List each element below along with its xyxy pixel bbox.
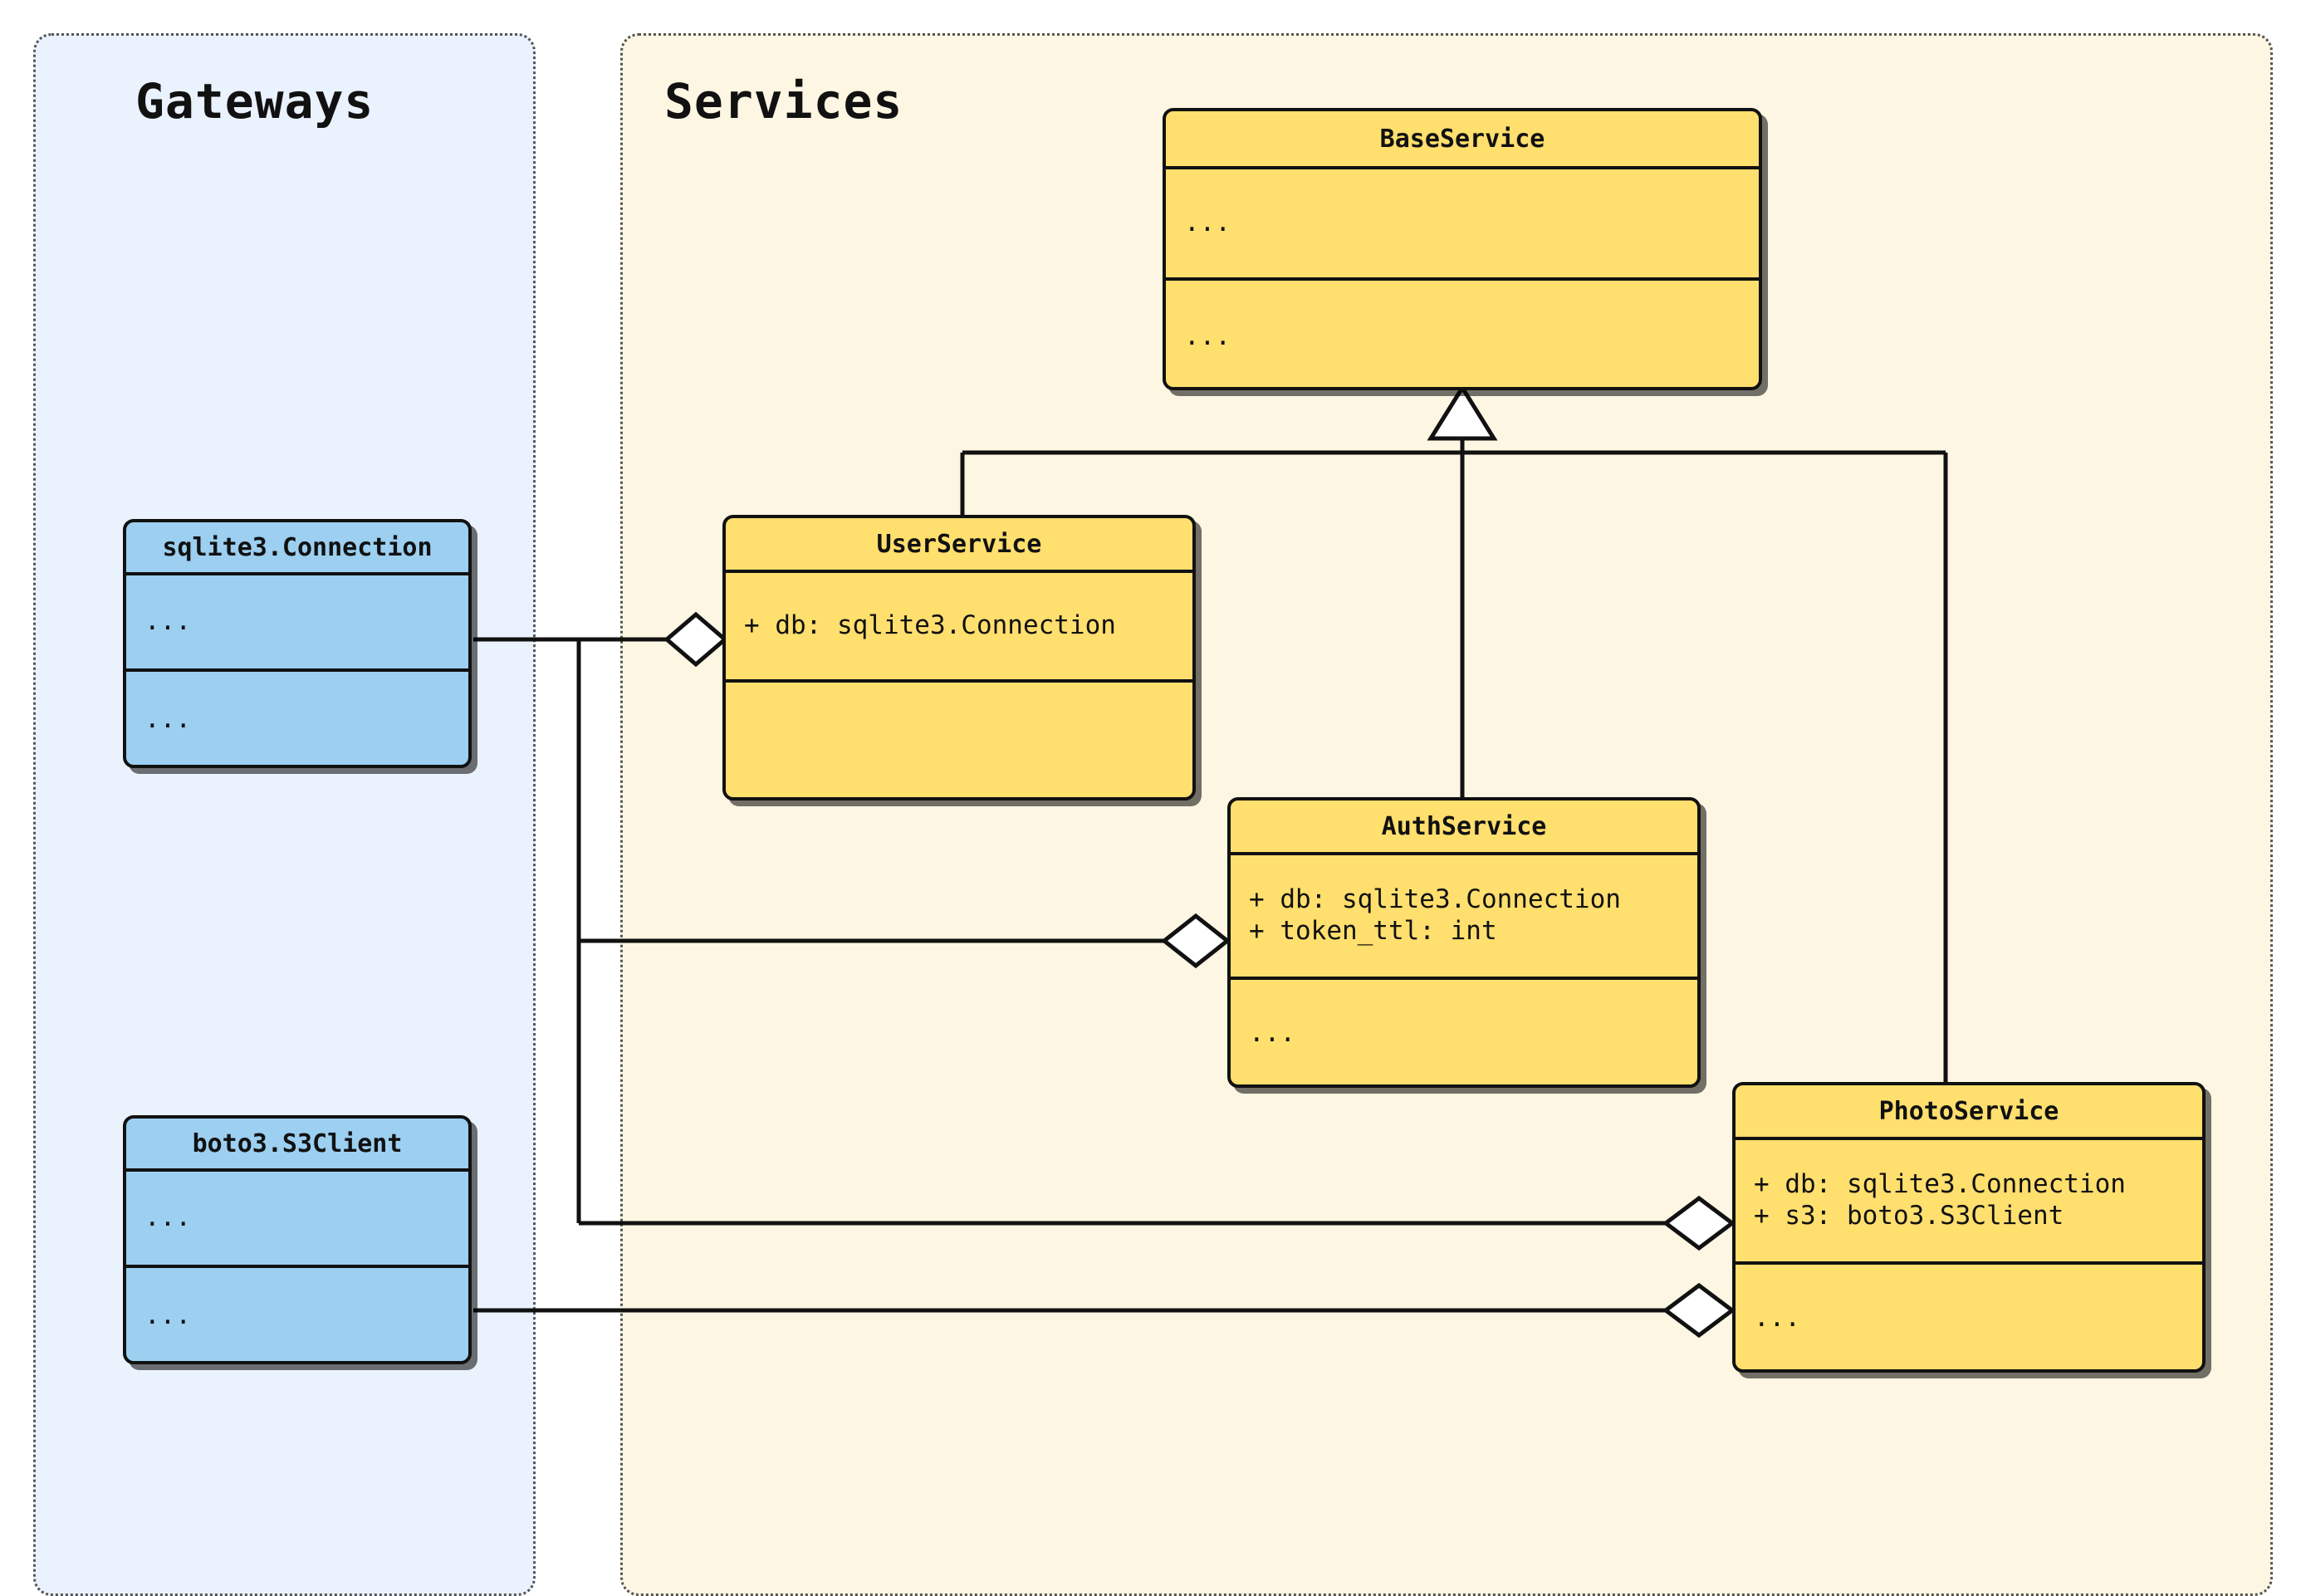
class-auth-service-attributes: + db: sqlite3.Connection + token_ttl: in… [1231, 855, 1697, 977]
attribute-row: + db: sqlite3.Connection [744, 610, 1116, 641]
method-row: ... [1754, 1303, 1800, 1334]
class-photo-service-attributes: + db: sqlite3.Connection + s3: boto3.S3C… [1736, 1140, 2202, 1261]
class-separator [126, 1265, 468, 1268]
attribute-row: ... [1184, 208, 1231, 238]
package-gateways-title: Gateways [135, 73, 375, 130]
class-separator [1166, 166, 1759, 169]
class-separator [726, 570, 1192, 573]
class-separator [1231, 852, 1697, 855]
class-separator [1736, 1137, 2202, 1140]
class-boto3-s3client-name: boto3.S3Client [192, 1128, 403, 1158]
package-services-title: Services [664, 73, 903, 130]
attribute-row: + db: sqlite3.Connection [1249, 884, 1621, 915]
attribute-row: ... [144, 1202, 191, 1233]
class-boto3-s3client-attributes: ... [126, 1172, 468, 1265]
class-separator [1231, 977, 1697, 980]
attribute-row: + token_ttl: int [1249, 916, 1497, 946]
method-row: ... [1184, 321, 1231, 352]
class-separator [126, 1168, 468, 1172]
method-row: ... [144, 1300, 191, 1331]
class-boto3-s3client-methods: ... [126, 1268, 468, 1361]
class-photo-service-methods: ... [1736, 1265, 2202, 1369]
class-photo-service[interactable]: PhotoService + db: sqlite3.Connection + … [1732, 1082, 2206, 1373]
class-auth-service-methods: ... [1231, 980, 1697, 1084]
class-separator [126, 668, 468, 672]
class-sqlite3-connection-methods: ... [126, 672, 468, 765]
class-user-service[interactable]: UserService + db: sqlite3.Connection [722, 515, 1196, 800]
class-auth-service[interactable]: AuthService + db: sqlite3.Connection + t… [1227, 797, 1701, 1088]
class-sqlite3-connection-name: sqlite3.Connection [162, 532, 433, 562]
class-user-service-methods [726, 683, 1192, 797]
class-user-service-name: UserService [876, 529, 1042, 559]
attribute-row: ... [144, 606, 191, 637]
attribute-row: + db: sqlite3.Connection [1754, 1169, 2126, 1200]
class-base-service-methods: ... [1166, 281, 1759, 387]
class-separator [1166, 277, 1759, 281]
class-user-service-attributes: + db: sqlite3.Connection [726, 573, 1192, 679]
class-sqlite3-connection-attributes: ... [126, 575, 468, 668]
class-base-service-name: BaseService [1379, 124, 1545, 154]
class-separator [1736, 1261, 2202, 1265]
method-row: ... [144, 704, 191, 735]
class-base-service-attributes: ... [1166, 169, 1759, 277]
class-photo-service-name: PhotoService [1878, 1096, 2059, 1126]
class-sqlite3-connection[interactable]: sqlite3.Connection ... ... [123, 519, 472, 768]
class-base-service[interactable]: BaseService ... ... [1163, 108, 1762, 390]
class-boto3-s3client[interactable]: boto3.S3Client ... ... [123, 1115, 472, 1364]
attribute-row: + s3: boto3.S3Client [1754, 1201, 2064, 1231]
class-separator [726, 679, 1192, 683]
uml-diagram-canvas: Gateways Services [33, 33, 2273, 1596]
method-row: ... [1249, 1018, 1295, 1049]
class-auth-service-name: AuthService [1381, 811, 1547, 841]
class-separator [126, 572, 468, 575]
